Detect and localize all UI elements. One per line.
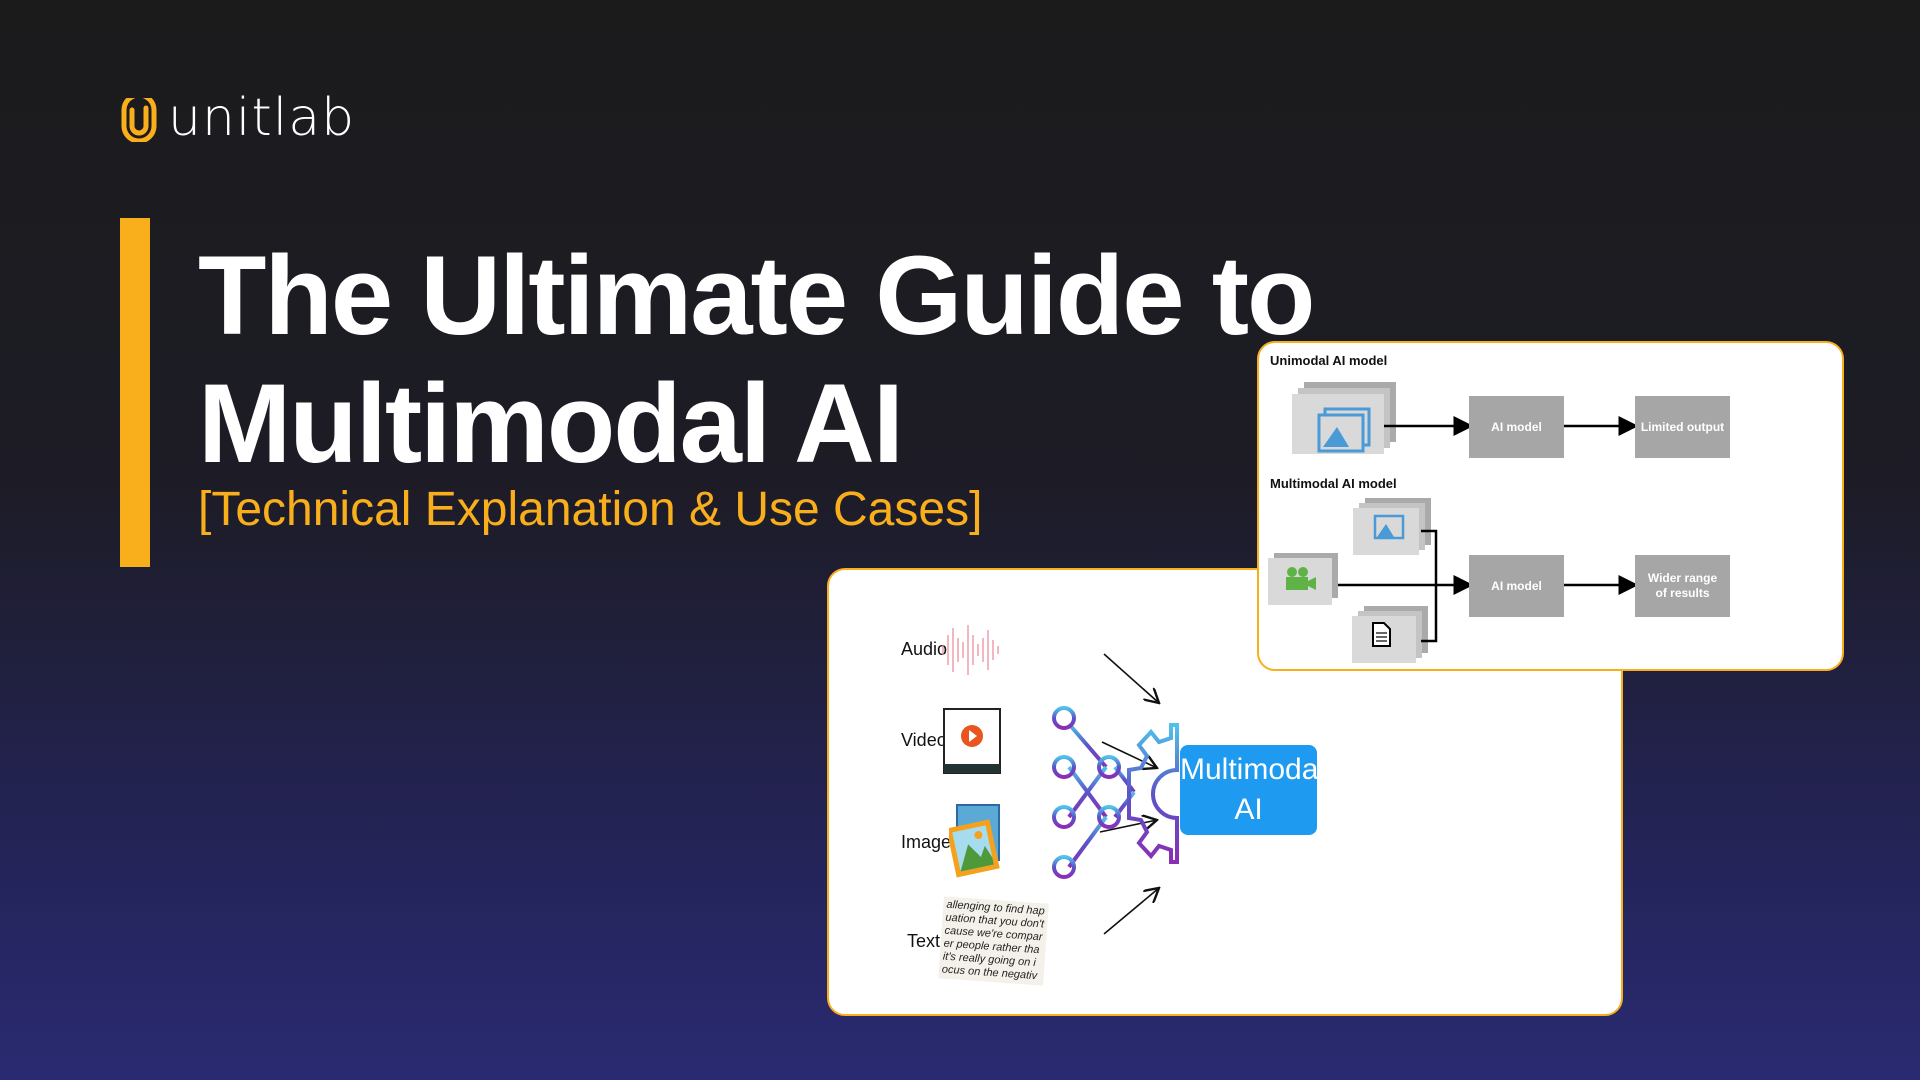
unimodal-ai-model-box: AI model	[1469, 396, 1564, 458]
network-node	[1052, 755, 1076, 779]
brand-name: unitlab	[168, 88, 356, 148]
neural-network-graphic	[1052, 653, 1179, 935]
gear-icon	[1127, 723, 1179, 864]
audio-waveform-icon	[942, 625, 999, 675]
unimodal-heading: Unimodal AI model	[1270, 353, 1388, 368]
network-node	[1052, 805, 1076, 829]
input-arrows	[1099, 653, 1159, 935]
input-label-audio: Audio	[901, 639, 948, 659]
limited-output-box: Limited output	[1635, 396, 1730, 458]
paperclip-u-icon	[121, 92, 157, 144]
document-stack-icon	[1352, 606, 1428, 663]
subtitle: [Technical Explanation & Use Cases]	[198, 483, 983, 536]
comparison-diagram-card: Unimodal AI model Multimodal AI model AI…	[1257, 341, 1844, 671]
multimodal-ai-model-box: AI model	[1469, 555, 1564, 617]
image-icon	[949, 804, 1000, 878]
input-label-video: Video	[901, 730, 947, 750]
video-player-icon	[943, 708, 1001, 774]
accent-bar	[120, 218, 150, 567]
input-label-text: Text	[907, 931, 941, 951]
video-camera-stack-icon	[1268, 553, 1338, 605]
network-node	[1097, 805, 1121, 829]
network-node	[1052, 855, 1076, 879]
comparison-graphic	[1268, 382, 1639, 663]
network-node	[1097, 755, 1121, 779]
title-line-2: Multimodal AI	[198, 361, 904, 486]
input-label-image: Image	[901, 832, 952, 852]
multimodal-heading: Multimodal AI model	[1270, 476, 1397, 491]
network-node	[1052, 706, 1076, 730]
page-title: The Ultimate Guide to Multimodal AI	[198, 232, 1315, 488]
logo	[120, 92, 158, 147]
wider-range-output-box: Wider range of results	[1635, 555, 1730, 617]
title-line-1: The Ultimate Guide to	[198, 233, 1315, 358]
image-stack-icon	[1292, 382, 1396, 454]
image-stack-icon	[1353, 498, 1431, 555]
